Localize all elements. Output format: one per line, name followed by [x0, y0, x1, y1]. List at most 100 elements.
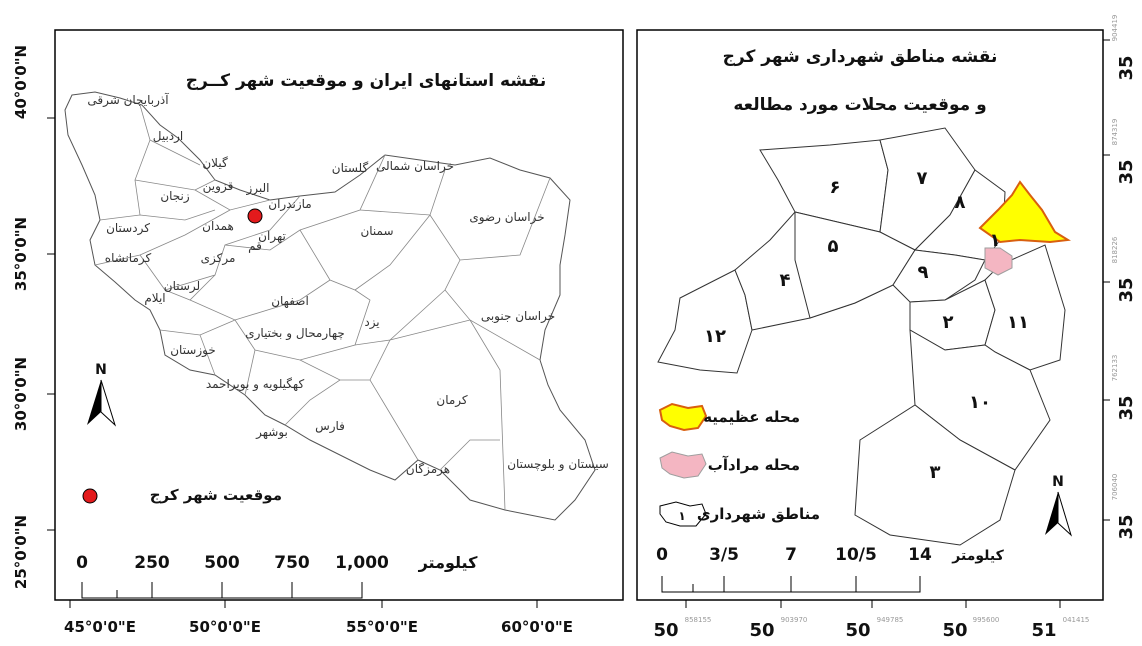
legend-label-azimiyeh: محله عظیمیه	[703, 408, 800, 426]
lat-label: 30°0'0"N	[12, 357, 30, 431]
scale-tick-label: 14	[908, 545, 932, 565]
province-label: اردبیل	[153, 129, 184, 144]
right-lat-ticks	[1103, 39, 1110, 521]
scale-tick-label: 500	[204, 553, 240, 573]
district-label: ۳	[930, 462, 941, 483]
province-label: ایلام	[144, 291, 165, 305]
left-map-title: نقشه استانهای ایران و موقعیت شهر کــرج	[186, 71, 547, 91]
district-label: ۲	[943, 312, 954, 333]
province-labels: آذربایجان شرقی اردبیل گیلان قزوین زنجان …	[87, 92, 608, 477]
right-lon-ticks	[685, 600, 1061, 608]
karaj-legend-label: موقعیت شهر کرج	[150, 486, 282, 504]
province-label: لرستان	[164, 279, 200, 294]
right-lat-label: 35	[1116, 55, 1137, 80]
karaj-districts-map: نقشه مناطق شهرداری شهر کرج و موقعیت محلا…	[636, 15, 1137, 641]
province-label: زنجان	[160, 189, 190, 204]
legend-label-moradab: محله مرادآب	[708, 456, 800, 474]
moradab-neighborhood	[984, 247, 1013, 276]
district-label: ۱۱	[1007, 312, 1029, 333]
province-label: کردستان	[106, 221, 150, 236]
right-lat-sub: 904419	[1111, 15, 1119, 42]
right-lat-sub: 818226	[1111, 236, 1119, 263]
province-label: هرمزگان	[406, 462, 450, 477]
scale-unit-label: کیلومتر	[418, 553, 478, 572]
province-label: خراسان شمالی	[376, 159, 454, 174]
lon-label: 50°0'0"E	[189, 618, 261, 636]
province-label: مرکزی	[201, 251, 236, 266]
province-label: سیستان و بلوچستان	[507, 457, 609, 472]
province-label: کهگیلویه و بویراحمد	[206, 377, 305, 392]
right-lat-label: 35	[1116, 514, 1137, 539]
province-label: قم	[248, 239, 262, 253]
right-lon-label: 51	[1031, 620, 1056, 641]
scale-tick-label: 1,000	[335, 553, 389, 573]
province-label: مازندران	[268, 197, 311, 212]
right-lat-sub: 762133	[1111, 355, 1119, 382]
district-11	[984, 244, 1066, 371]
right-lon-label: 50	[653, 620, 678, 641]
province-label: کرمانشاه	[105, 251, 152, 266]
left-north-arrow: N	[87, 362, 117, 427]
province-label: اصفهان	[271, 294, 309, 308]
province-label: کرمان	[436, 393, 468, 408]
right-lon-label: 50	[749, 620, 774, 641]
right-map-title-2: و موقعیت محلات مورد مطالعه	[733, 95, 986, 115]
province-label: البرز	[245, 181, 269, 196]
district-label: ۸	[955, 192, 966, 213]
province-label: همدان	[202, 219, 234, 233]
right-lon-label: 50	[845, 620, 870, 641]
legend-district-icon-text: ۱	[678, 509, 685, 523]
right-lat-sub: 874319	[1111, 119, 1119, 146]
scale-tick-label: 3/5	[709, 545, 739, 565]
province-label: تهران	[258, 229, 286, 244]
scale-tick-label: 0	[76, 553, 88, 573]
left-scale-bar: 0 250 500 750 1,000 کیلومتر	[76, 553, 478, 599]
right-lon-sub: 949785	[877, 616, 904, 624]
province-label: قزوین	[203, 179, 234, 194]
scale-unit-label: کیلومتر	[951, 548, 1004, 564]
lat-label: 35°0'0"N	[12, 217, 30, 291]
scale-tick-label: 0	[656, 545, 668, 565]
lat-label: 25°0'0"N	[12, 515, 30, 589]
lon-label: 45°0'0"E	[64, 618, 136, 636]
province-label: گلستان	[332, 161, 369, 175]
district-5	[794, 211, 916, 319]
legend-label-districts: مناطق شهرداری	[697, 505, 820, 523]
district-label: ۷	[917, 168, 928, 189]
lat-label: 40°0'0"N	[12, 45, 30, 119]
province-label: خوزستان	[170, 343, 216, 358]
right-lat-label: 35	[1116, 395, 1137, 420]
district-label: ۱۰	[969, 392, 991, 413]
right-lon-sub: 858155	[685, 616, 712, 624]
province-label: چهارمحال و بختیاری	[245, 326, 345, 341]
district-labels: ۱ ۲ ۳ ۴ ۵ ۶ ۷ ۸ ۹ ۱۰ ۱۱ ۱۲	[704, 168, 1029, 483]
right-lon-sub: 041415	[1063, 616, 1090, 624]
right-north-label: N	[1052, 474, 1064, 490]
karaj-legend-symbol	[82, 488, 98, 504]
province-label: یزد	[364, 315, 379, 330]
iran-outline	[64, 91, 596, 521]
right-north-arrow: N	[1045, 474, 1073, 537]
district-3	[854, 404, 1016, 546]
left-lon-ticks	[69, 600, 538, 608]
right-lat-label: 35	[1116, 277, 1137, 302]
scale-tick-label: 250	[134, 553, 170, 573]
province-borders	[94, 104, 551, 511]
right-lon-label: 50	[942, 620, 967, 641]
district-label: ۴	[780, 270, 791, 291]
province-label: خراسان جنوبی	[481, 309, 555, 324]
right-lat-sub: 706040	[1111, 474, 1119, 501]
lon-label: 60°0'0"E	[501, 618, 573, 636]
province-label: بوشهر	[255, 425, 288, 440]
district-label: ۱	[990, 230, 1001, 251]
district-label: ۵	[828, 236, 839, 257]
province-label: آذربایجان شرقی	[87, 92, 169, 108]
lon-label: 55°0'0"E	[346, 618, 418, 636]
district-polygons	[657, 127, 1066, 546]
scale-tick-label: 750	[274, 553, 310, 573]
right-scale-bar: 0 3/5 7 10/5 14 کیلومتر	[656, 545, 1005, 593]
scale-tick-label: 7	[785, 545, 797, 565]
right-map-title-1: نقشه مناطق شهرداری شهر کرج	[723, 47, 998, 67]
legend-swatch-azimiyeh	[658, 402, 708, 432]
